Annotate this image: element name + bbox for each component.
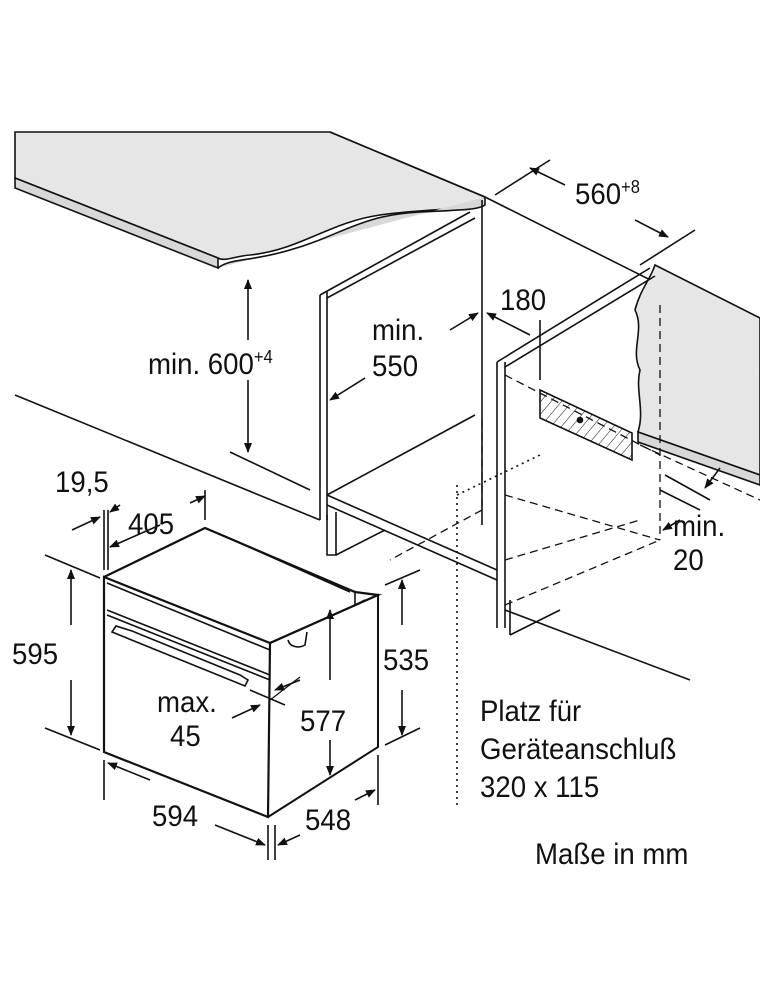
front-height-label: 595 xyxy=(12,638,59,671)
oven-handle xyxy=(110,625,250,688)
door-depth-label: 405 xyxy=(128,508,175,541)
connection-note-line2: Geräteanschluß xyxy=(480,733,677,766)
units-note: Maße in mm xyxy=(535,838,689,871)
connection-note-line1: Platz für xyxy=(480,695,582,728)
niche-width-tolerance: +8 xyxy=(621,177,640,197)
connection-area xyxy=(539,388,633,462)
countertop-left xyxy=(14,131,487,261)
niche-height-label: min. 600+4 xyxy=(148,347,273,381)
niche-height-tolerance: +4 xyxy=(253,347,273,367)
countertop-right xyxy=(634,263,760,476)
body-depth-label: 548 xyxy=(305,804,352,837)
niche-height-value: min. 600 xyxy=(148,348,254,381)
front-offset-label: 19,5 xyxy=(55,466,109,499)
inner-height-label: 577 xyxy=(300,705,347,738)
handle-protrusion-line2: 45 xyxy=(170,720,201,753)
body-height-label: 535 xyxy=(383,644,430,677)
handle-protrusion-line1: max. xyxy=(157,686,217,719)
niche-depth-line1: min. xyxy=(372,314,425,347)
niche-width-value: 560 xyxy=(575,178,622,211)
niche-width-label: 560+8 xyxy=(575,177,640,211)
front-width-label: 594 xyxy=(152,800,199,833)
rear-gap-line2: 20 xyxy=(673,544,704,577)
vent-gap-label: 180 xyxy=(500,284,547,317)
oven-side xyxy=(267,593,379,818)
connection-note-line3: 320 x 115 xyxy=(480,771,600,804)
rear-gap-line1: min. xyxy=(673,510,726,543)
niche-depth-line2: 550 xyxy=(372,350,419,383)
